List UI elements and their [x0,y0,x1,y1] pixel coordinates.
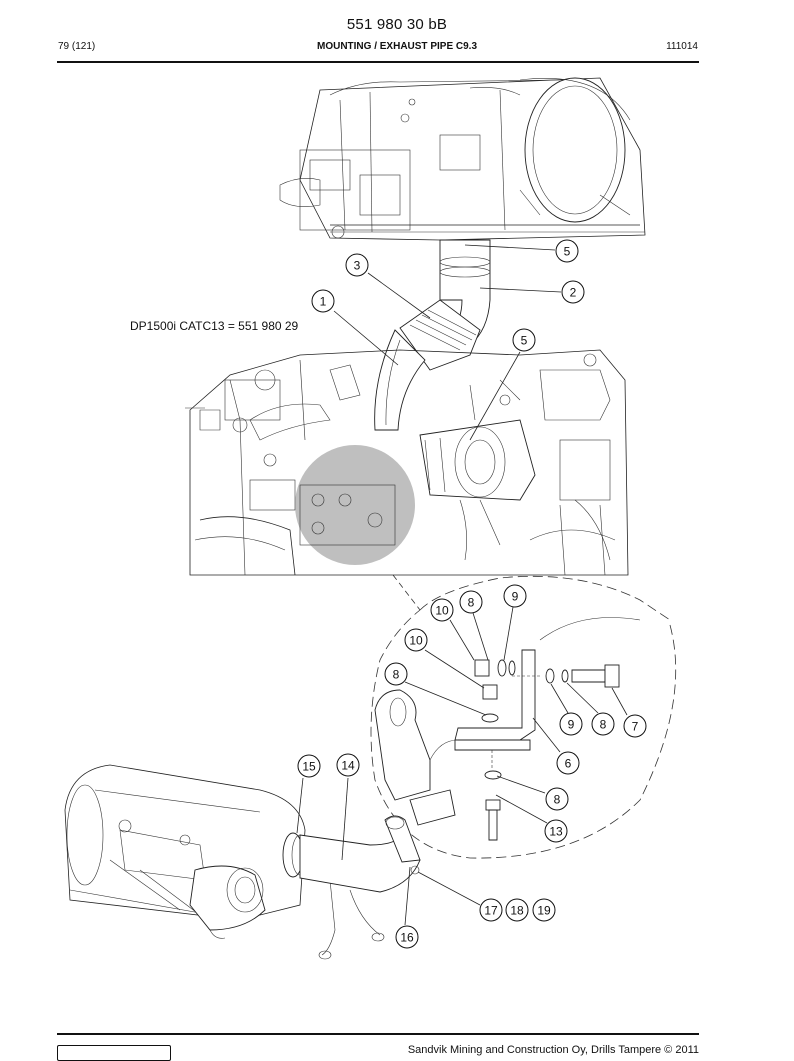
detail-leader-dashed [392,574,421,611]
svg-text:5: 5 [564,245,571,259]
callout-6: 6 [556,751,580,775]
detail-bracket-assembly [374,617,641,841]
engine-block [185,349,629,576]
leader-lines [296,244,628,926]
callout-15: 15 [297,754,321,778]
svg-text:5: 5 [521,334,528,348]
exhaust-pipe [374,239,491,431]
callout-5-top: 5 [555,239,579,263]
document-number: 551 980 30 bB [346,16,448,33]
callout-8-right: 8 [591,712,615,736]
callout-13: 13 [544,819,568,843]
page-title: MOUNTING / EXHAUST PIPE C9.3 [316,41,478,52]
page-number: 79 (121) [58,41,96,52]
footer-copyright: Sandvik Mining and Construction Oy, Dril… [407,1044,699,1056]
svg-text:13: 13 [549,825,563,839]
callout-10-top: 10 [430,598,454,622]
turbocharger [419,379,536,501]
svg-text:1: 1 [320,295,327,309]
callout-18: 18 [505,898,529,922]
variant-note: DP1500i CATC13 = 551 980 29 [130,319,299,333]
callout-8-bottom: 8 [545,787,569,811]
svg-text:6: 6 [565,757,572,771]
callout-5-turbo: 5 [512,328,536,352]
callout-14: 14 [336,753,360,777]
svg-text:15: 15 [302,760,316,774]
callout-9-top: 9 [503,584,527,608]
header-rule [57,61,699,63]
svg-text:8: 8 [600,718,607,732]
document-code: 111014 [666,41,698,52]
svg-text:2: 2 [570,286,577,300]
muffler-assembly [64,764,421,960]
callout-7: 7 [623,714,647,738]
callout-17: 17 [479,898,503,922]
svg-text:19: 19 [537,904,551,918]
svg-text:9: 9 [568,718,575,732]
svg-text:17: 17 [484,904,498,918]
svg-text:18: 18 [510,904,524,918]
aftertreatment-unit-top [279,77,646,241]
svg-text:10: 10 [435,604,449,618]
svg-text:10: 10 [409,634,423,648]
callout-8-left: 8 [384,662,408,686]
detail-outline-top [419,575,671,621]
detail-outline-circle [370,609,677,859]
callout-9-right: 9 [559,712,583,736]
callout-8-top: 8 [459,590,483,614]
callout-10-lower: 10 [404,628,428,652]
svg-text:9: 9 [512,590,519,604]
mounting-bracket-in-engine [299,484,396,546]
svg-text:14: 14 [341,759,355,773]
svg-text:8: 8 [468,596,475,610]
svg-text:8: 8 [554,793,561,807]
callout-19: 19 [532,898,556,922]
svg-text:16: 16 [400,931,414,945]
svg-text:8: 8 [393,668,400,682]
sandvik-logo [57,1045,171,1061]
highlight-detail-area [295,445,415,565]
callout-1: 1 [311,289,335,313]
callout-2: 2 [561,280,585,304]
callout-16: 16 [395,925,419,949]
svg-text:7: 7 [632,720,639,734]
svg-text:3: 3 [354,259,361,273]
footer-rule [57,1033,699,1035]
callout-3: 3 [345,253,369,277]
